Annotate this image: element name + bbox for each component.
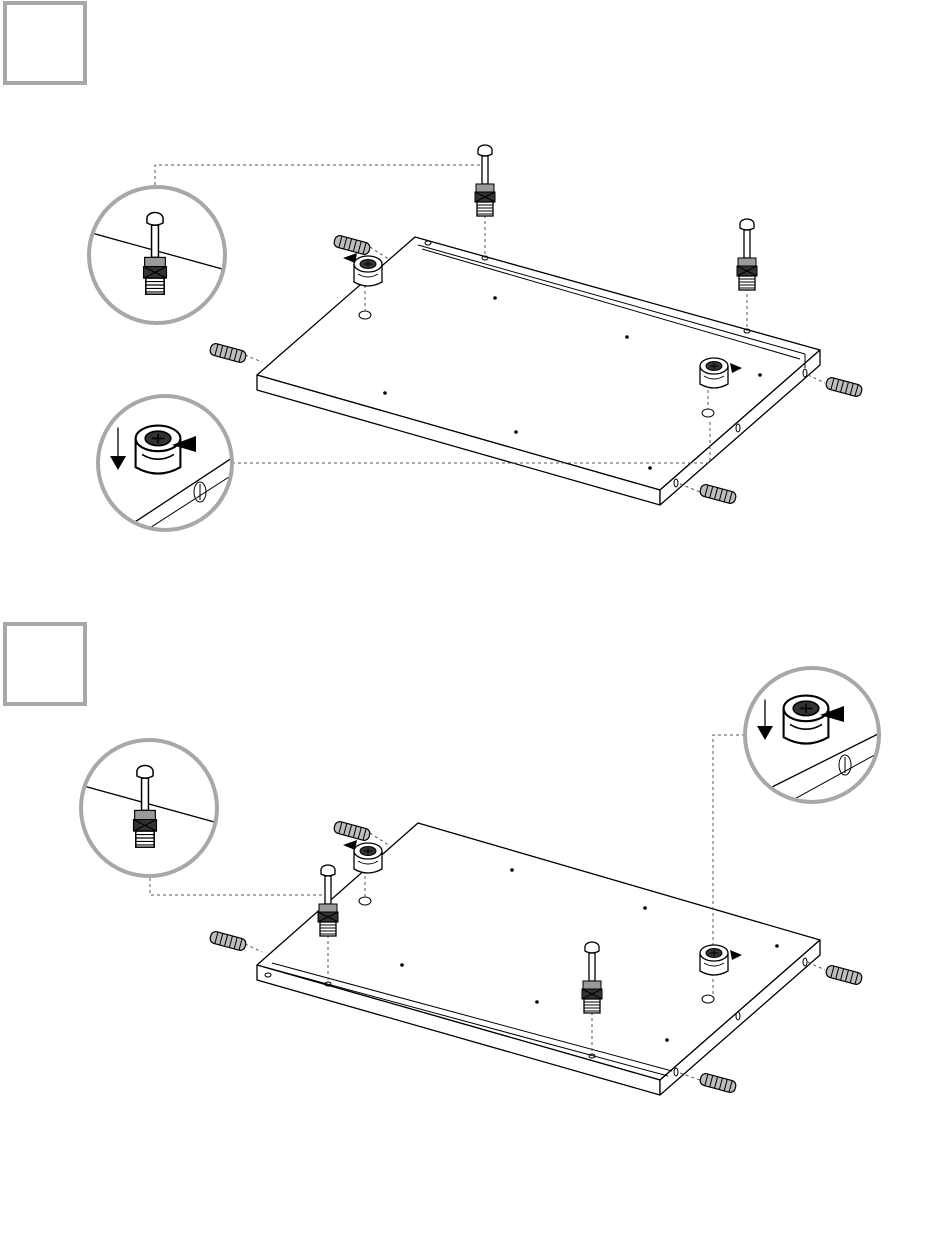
cam-lock-2	[700, 358, 728, 388]
dowel-8	[699, 1073, 737, 1094]
dowel-1	[333, 235, 371, 256]
cam-lock-4	[700, 945, 728, 975]
dowel-3	[825, 377, 863, 398]
detail-cam-bolt-1	[88, 187, 226, 323]
cam-bolt-2	[737, 219, 757, 290]
step-1	[5, 3, 863, 560]
detail-cam-lock-1	[98, 396, 232, 560]
step-2-number-box	[5, 624, 85, 704]
arrow-left-icon	[343, 253, 357, 263]
arrow-left-icon	[343, 840, 357, 850]
dowel-2	[209, 343, 247, 364]
cam-lock-3	[354, 843, 382, 873]
dowel-4	[699, 484, 737, 505]
dowel-7	[825, 965, 863, 986]
detail-cam-bolt-2	[80, 740, 218, 876]
step-2	[5, 624, 880, 1095]
cam-bolt-1	[475, 145, 495, 216]
panel-2	[257, 823, 820, 1095]
step-1-number-box	[5, 3, 85, 83]
detail-cam-lock-2	[745, 668, 880, 818]
dowel-6	[209, 931, 247, 952]
cam-lock-1	[354, 256, 382, 286]
dowel-5	[333, 821, 371, 842]
